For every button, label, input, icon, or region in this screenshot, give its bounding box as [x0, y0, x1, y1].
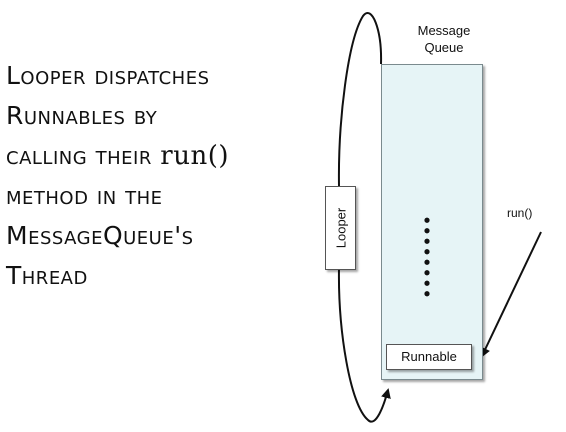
run-method-code: run(): [160, 141, 229, 171]
runnable-box: Runnable: [386, 344, 472, 370]
caption-line-6: Thread: [6, 261, 88, 290]
looper-box: Looper: [325, 186, 356, 270]
looper-loop-bottom: [337, 267, 391, 423]
caption-line-5: MessageQueue's: [6, 221, 194, 250]
caption-line-4: method in the: [6, 181, 163, 210]
run-arrow: [480, 231, 542, 358]
caption-text: Looper dispatches Runnables by calling t…: [6, 56, 326, 296]
message-queue-box: [381, 64, 483, 380]
caption-line-2: Runnables by: [6, 101, 158, 130]
looper-loop-top: [337, 12, 383, 187]
run-call-label: run(): [507, 206, 533, 220]
looper-label: Looper: [333, 207, 348, 249]
queue-ellipsis: [423, 215, 431, 299]
message-queue-title-line-1: Message: [417, 23, 471, 38]
caption-line-3: calling their run(): [6, 136, 326, 176]
message-queue-title-line-2: Queue: [424, 40, 464, 55]
caption-line-1: Looper dispatches: [6, 61, 210, 90]
caption-line-3-prefix: calling their: [6, 141, 161, 170]
message-queue-title: Message Queue: [402, 22, 486, 56]
